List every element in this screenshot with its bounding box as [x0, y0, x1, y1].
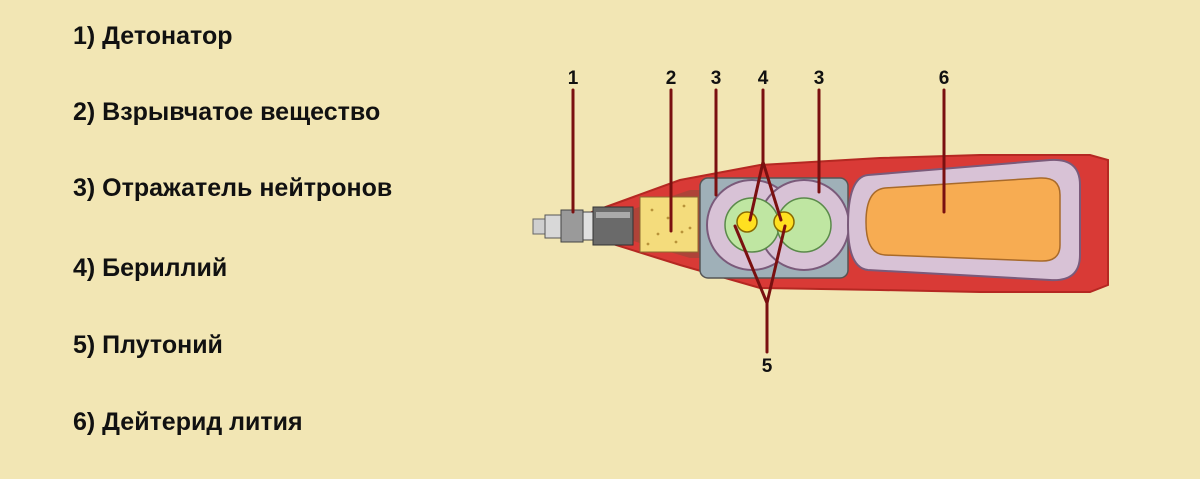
- label-detonator: 1: [568, 68, 579, 89]
- lithium-deuteride: [865, 177, 1061, 262]
- legend-item-explosive: 2) Взрывчатое вещество: [73, 98, 381, 126]
- detonator-part: [532, 206, 634, 246]
- legend-item-detonator: 1) Детонатор: [73, 22, 233, 50]
- label-reflector-left: 3: [711, 68, 722, 89]
- label-reflector-right: 3: [814, 68, 825, 89]
- explosive-block: [639, 196, 699, 253]
- legend: 1) Детонатор 2) Взрывчатое вещество 3) О…: [0, 0, 520, 479]
- label-lithium-deuteride: 6: [939, 68, 950, 89]
- legend-item-lithium-deuteride: 6) Дейтерид лития: [73, 408, 303, 436]
- label-plutonium: 5: [762, 356, 773, 377]
- pointer-lines: [571, 88, 946, 354]
- legend-item-neutron-reflector: 3) Отражатель нейтронов: [73, 174, 393, 202]
- legend-item-plutonium: 5) Плутоний: [73, 331, 223, 359]
- label-explosive: 2: [666, 68, 677, 89]
- plutonium-left: [736, 211, 758, 233]
- label-beryllium: 4: [758, 68, 769, 89]
- legend-item-beryllium: 4) Бериллий: [73, 254, 228, 282]
- explosive-texture: [646, 204, 692, 246]
